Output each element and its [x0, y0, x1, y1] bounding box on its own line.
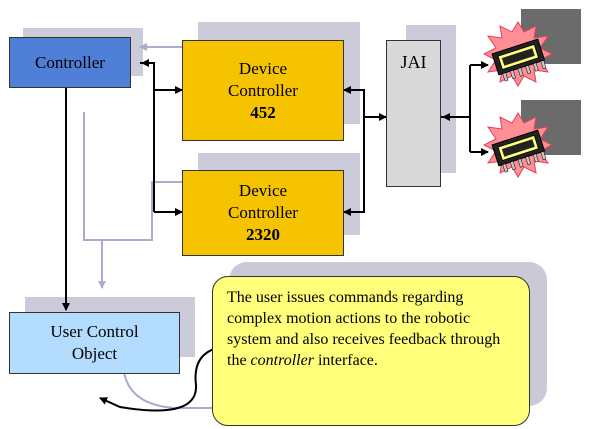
device-controller-2320-line2: Controller [228, 203, 298, 222]
controller-node[interactable]: Controller [9, 37, 131, 88]
feedback-line-to-user [83, 112, 106, 289]
feedback-line-from-2320 [102, 181, 182, 241]
robot-chip-icon [482, 112, 554, 178]
callout-pointer [99, 346, 223, 412]
device-controller-2320-line1: Device [238, 181, 288, 200]
device-controller-452-line2: Controller [228, 80, 298, 100]
controller-label: Controller [35, 52, 105, 72]
callout-text-before: The user issues commands regarding compl… [227, 289, 501, 369]
user-control-object-node[interactable]: User Control Object [9, 312, 180, 374]
user-control-object-line2: Object [71, 344, 118, 363]
robot-chip-icon [482, 21, 554, 87]
callout-emphasis: controller [250, 352, 314, 369]
user-callout: The user issues commands regarding compl… [212, 276, 530, 426]
jai-label: JAI [400, 52, 427, 72]
device-controller-2320-node[interactable]: Device Controller 2320 [182, 170, 344, 256]
jai-node[interactable]: JAI [386, 40, 441, 187]
callout-text-after: interface. [313, 352, 378, 369]
device-controller-2320-id: 2320 [246, 225, 280, 244]
user-control-object-line1: User Control [50, 322, 139, 341]
device-controller-452-id: 452 [250, 102, 276, 122]
device-controller-452-node[interactable]: Device Controller 452 [182, 40, 344, 141]
device-controller-452-line1: Device [238, 58, 288, 78]
